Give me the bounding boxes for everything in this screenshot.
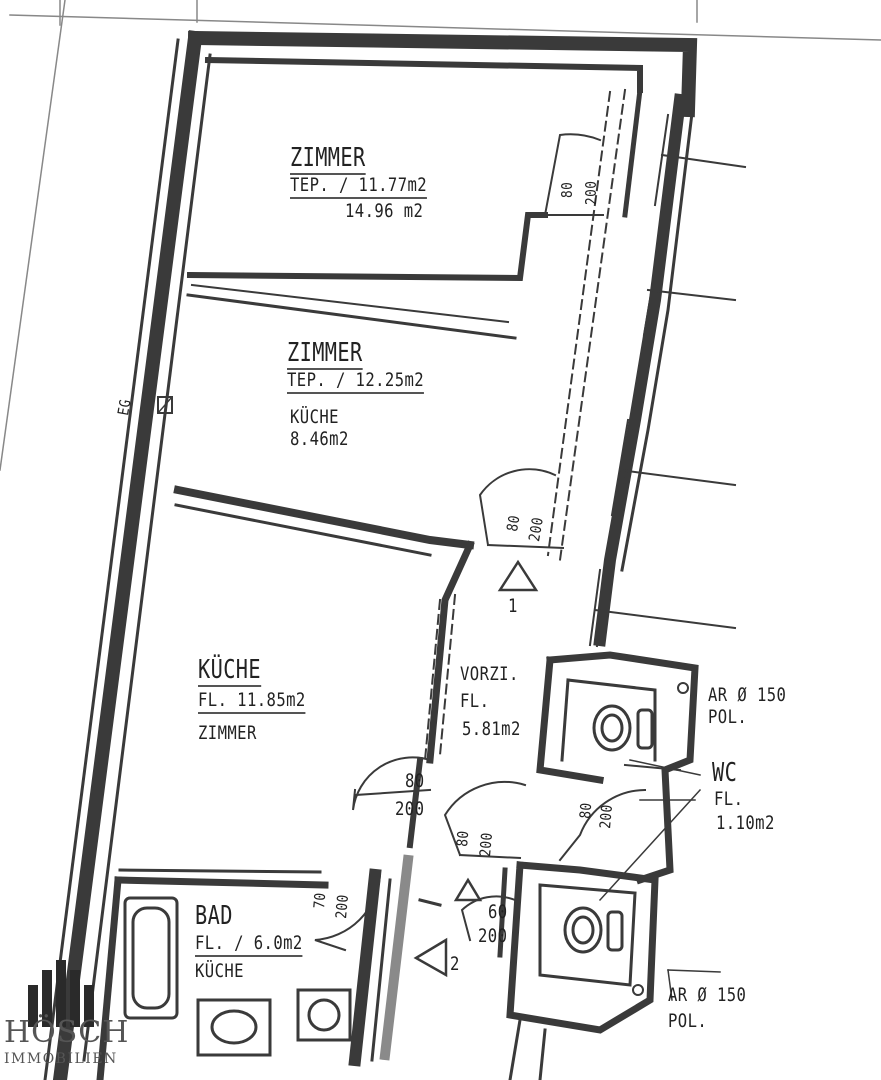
vent-2-type: POL.	[668, 1010, 708, 1032]
door-top-right-width: 80	[558, 181, 576, 198]
windows	[588, 113, 677, 648]
kitchen-wall	[426, 540, 475, 764]
entry-number-1: 1	[508, 595, 518, 617]
washbasin	[196, 998, 272, 1057]
room-2-area-3: 8.46m2	[290, 428, 349, 450]
room-4-area-1: FL.	[460, 690, 490, 712]
door-top-right-height: 200	[582, 180, 600, 205]
room-3-name: KÜCHE	[198, 655, 262, 687]
entry-marker-1	[497, 559, 539, 592]
construction-line	[0, 0, 66, 471]
corridor-wall-dashed	[558, 88, 627, 562]
room-1-area-2: 14.96 m2	[345, 200, 424, 222]
outer-wall-left-face	[43, 38, 180, 1080]
brand-name: HÖSCH	[4, 1015, 130, 1050]
brand-subtitle: IMMOBILIEN	[4, 1051, 118, 1067]
brand-logo	[28, 960, 94, 1027]
door-wc-height: 200	[596, 803, 617, 830]
wc-upper-walls	[546, 651, 699, 885]
door-lower-wc-height: 200	[478, 925, 508, 947]
door-corridor-width: 80	[453, 829, 473, 848]
door-corridor-height: 200	[476, 831, 497, 858]
door-kitchen-width: 80	[405, 770, 425, 792]
room-4-name: VORZI.	[460, 663, 519, 685]
room-2-wall	[173, 485, 475, 550]
room-6-area-2: KÜCHE	[195, 960, 244, 982]
room-1-name: ZIMMER	[290, 143, 366, 175]
room-4-area-2: 5.81m2	[462, 718, 521, 740]
room-6-area-1: FL. / 6.0m2	[195, 934, 303, 957]
outer-wall-top	[187, 30, 698, 118]
eg-marker-box	[157, 396, 173, 414]
door-bath-width: 70	[310, 891, 330, 910]
room-3-area-1: FL. 11.85m2	[198, 691, 306, 714]
entry-marker-2	[413, 937, 448, 978]
outer-wall-left	[52, 30, 203, 1080]
room-3-area-2: ZIMMER	[198, 722, 257, 744]
room-2-name: ZIMMER	[287, 338, 363, 370]
door-middle-width: 80	[503, 513, 524, 533]
bath-wall	[118, 868, 322, 874]
toilet-upper	[592, 704, 654, 752]
bathtub	[123, 896, 179, 1020]
entry-number-2: 2	[450, 953, 460, 975]
door-lower-wc-width: 60	[488, 901, 508, 923]
door-bath-height: 200	[332, 893, 353, 920]
vent-1-size: AR Ø 150	[708, 684, 787, 706]
door-middle-height: 200	[525, 515, 547, 543]
floor-marker: EG	[114, 397, 135, 417]
vent-1-type: POL.	[708, 706, 748, 728]
room-2-area-1: TEP. / 12.25m2	[287, 371, 425, 394]
room-2-area-2: KÜCHE	[290, 406, 339, 428]
room-5-area-1: FL.	[714, 788, 744, 810]
vent-2-size: AR Ø 150	[668, 984, 747, 1006]
room-6-name: BAD	[195, 901, 233, 931]
room-5-name: WC	[712, 758, 738, 788]
door-swings	[314, 133, 647, 952]
door-wc-width: 80	[576, 801, 596, 820]
construction-line	[9, 14, 881, 41]
entry-marker-small	[453, 877, 483, 902]
door-kitchen-height: 200	[395, 798, 425, 820]
wc-lower-walls	[506, 861, 659, 1034]
window-projection-lines	[593, 153, 747, 630]
toilet-lower	[563, 906, 624, 954]
room-5-area-2: 1.10m2	[716, 812, 775, 834]
room-1-area-1: TEP. / 11.77m2	[290, 176, 428, 199]
washing-machine	[296, 988, 352, 1042]
room-1-wall	[204, 56, 643, 93]
